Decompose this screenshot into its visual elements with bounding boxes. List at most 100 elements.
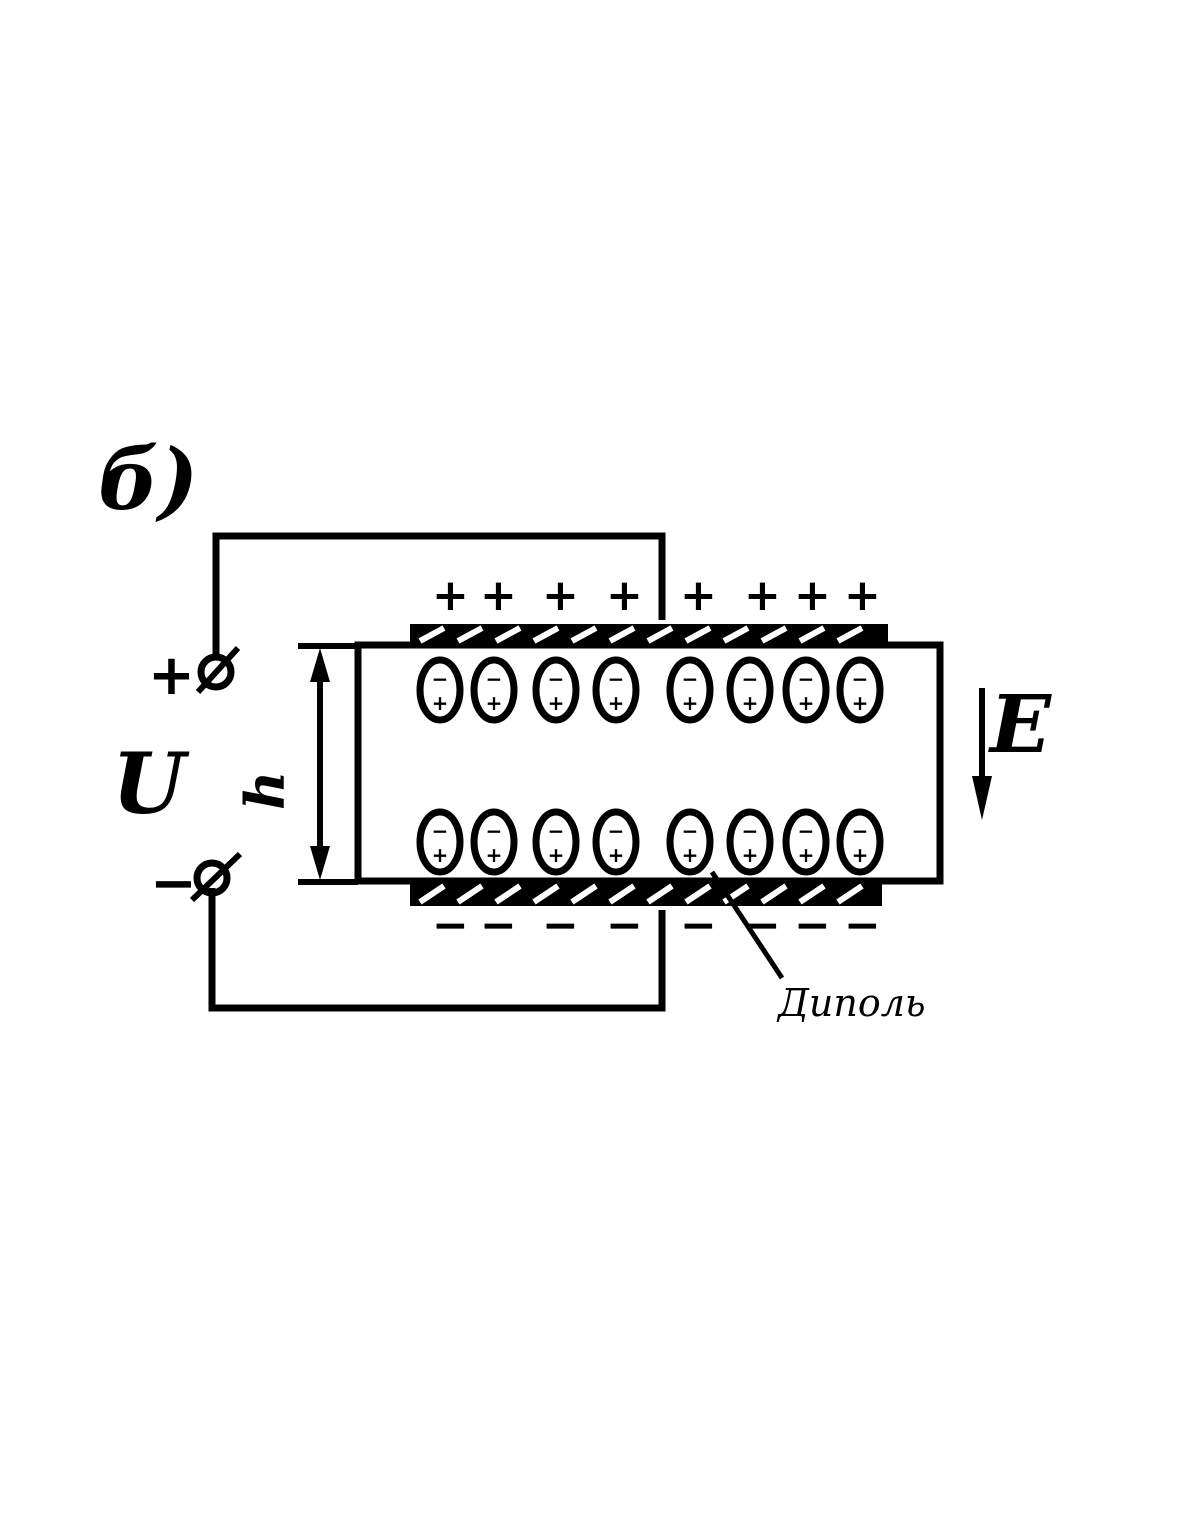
svg-text:+: + <box>742 843 759 867</box>
plate-hatch-stroke <box>570 883 598 905</box>
plate-hatch-stroke <box>684 883 712 905</box>
dipole-icon: −+ <box>782 808 830 876</box>
plate-hatch-stroke <box>456 625 484 644</box>
plate-hatch-stroke <box>532 883 560 905</box>
plate-hatch-stroke <box>646 625 674 644</box>
plate-hatch-stroke <box>836 625 864 644</box>
plate-hatch-stroke <box>760 883 788 905</box>
plate-charge-sign: + <box>844 570 881 621</box>
dipole-icon: −+ <box>592 808 640 876</box>
svg-text:−: − <box>608 667 625 691</box>
svg-text:+: + <box>608 843 625 867</box>
plate-charge-sign: − <box>606 900 643 951</box>
dipole-icon: −+ <box>726 808 774 876</box>
plate-charge-sign: − <box>432 900 469 951</box>
plate-charge-sign: + <box>432 570 469 621</box>
plate-charge-sign: − <box>480 900 517 951</box>
dipole-icon: −+ <box>416 808 464 876</box>
svg-text:−: − <box>798 667 815 691</box>
plate-charge-sign: + <box>542 570 579 621</box>
svg-text:+: + <box>486 691 503 715</box>
plus-terminal-icon <box>195 645 241 695</box>
dipole-row-top: −+−+−+−+−+−+−+−+ <box>416 656 884 724</box>
minus-terminal-icon <box>189 851 243 903</box>
plate-hatch-stroke <box>570 625 598 644</box>
svg-text:+: + <box>486 843 503 867</box>
plate-charge-sign: + <box>606 570 643 621</box>
dipole-row-bottom: −+−+−+−+−+−+−+−+ <box>416 808 884 876</box>
plate-hatch-stroke <box>608 883 636 905</box>
plate-charge-sign: − <box>542 900 579 951</box>
dipole-icon: −+ <box>532 808 580 876</box>
dipole-icon: −+ <box>470 656 518 724</box>
dipole-icon: −+ <box>836 656 884 724</box>
plate-hatch-stroke <box>418 625 446 644</box>
svg-text:+: + <box>798 843 815 867</box>
svg-text:−: − <box>486 667 503 691</box>
svg-text:+: + <box>852 843 869 867</box>
plate-charge-sign: + <box>480 570 517 621</box>
plate-hatch-stroke <box>836 883 864 905</box>
dipole-icon: −+ <box>470 808 518 876</box>
top-wire <box>212 532 666 660</box>
svg-text:−: − <box>432 667 449 691</box>
plate-charge-sign: − <box>844 900 881 951</box>
plate-hatch-stroke <box>798 625 826 644</box>
plate-hatch-stroke <box>760 625 788 644</box>
panel-label: б) <box>98 430 199 529</box>
top-electrode-plate <box>410 624 888 645</box>
thickness-dimension-arrow <box>298 643 358 885</box>
dipole-icon: −+ <box>416 656 464 724</box>
svg-text:+: + <box>548 691 565 715</box>
svg-text:−: − <box>852 819 869 843</box>
voltage-label: U <box>112 734 186 833</box>
dipole-icon: −+ <box>666 808 714 876</box>
svg-text:+: + <box>432 843 449 867</box>
plate-charge-sign: + <box>794 570 831 621</box>
dipole-leader-line <box>709 870 785 980</box>
svg-text:+: + <box>682 691 699 715</box>
plate-hatch-stroke <box>684 625 712 644</box>
dipole-icon: −+ <box>592 656 640 724</box>
svg-text:−: − <box>742 667 759 691</box>
plate-hatch-stroke <box>646 883 674 905</box>
plate-hatch-stroke <box>456 883 484 905</box>
plate-charge-sign: − <box>680 900 717 951</box>
svg-text:+: + <box>852 691 869 715</box>
dipole-icon: −+ <box>726 656 774 724</box>
dipole-icon: −+ <box>532 656 580 724</box>
svg-text:+: + <box>432 691 449 715</box>
svg-text:−: − <box>486 819 503 843</box>
svg-text:−: − <box>682 819 699 843</box>
svg-text:−: − <box>548 667 565 691</box>
plate-charge-sign: + <box>744 570 781 621</box>
minus-terminal-sign: − <box>150 851 197 916</box>
plate-hatch-stroke <box>722 625 750 644</box>
svg-text:−: − <box>798 819 815 843</box>
svg-text:−: − <box>608 819 625 843</box>
field-label: E <box>990 677 1051 771</box>
plate-hatch-stroke <box>608 625 636 644</box>
dipole-label: Диполь <box>778 981 926 1025</box>
svg-text:+: + <box>682 843 699 867</box>
dipole-icon: −+ <box>666 656 714 724</box>
svg-text:−: − <box>682 667 699 691</box>
plate-charge-sign: + <box>680 570 717 621</box>
plate-charge-sign: − <box>794 900 831 951</box>
svg-text:+: + <box>608 691 625 715</box>
field-direction-arrow-icon <box>972 688 992 820</box>
plus-terminal-sign: + <box>148 643 195 708</box>
plate-hatch-stroke <box>532 625 560 644</box>
dipole-icon: −+ <box>782 656 830 724</box>
svg-text:−: − <box>432 819 449 843</box>
dipole-icon: −+ <box>836 808 884 876</box>
svg-text:+: + <box>798 691 815 715</box>
bottom-electrode-plate <box>410 881 882 906</box>
svg-text:+: + <box>548 843 565 867</box>
svg-text:+: + <box>742 691 759 715</box>
plate-charge-sign: − <box>744 900 781 951</box>
svg-text:−: − <box>852 667 869 691</box>
bottom-wire <box>208 888 666 1012</box>
